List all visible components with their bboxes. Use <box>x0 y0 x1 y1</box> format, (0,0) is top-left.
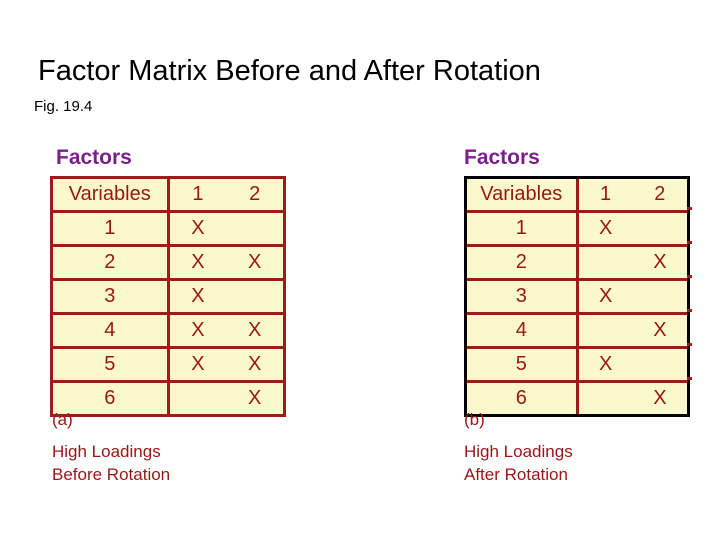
header-variables: Variables <box>51 177 170 212</box>
header-factor-2: 2 <box>632 179 687 212</box>
caption-tag: (b) <box>464 410 485 429</box>
row-variable: 2 <box>51 244 170 280</box>
table-row: 3 X <box>467 278 687 314</box>
page-title: Factor Matrix Before and After Rotation <box>38 55 541 87</box>
cell-factor-1: X <box>577 278 633 314</box>
row-variable: 1 <box>51 210 170 246</box>
rule-overshoot <box>687 309 692 312</box>
panel-before-rotation: Factors Variables 1 2 1 X 2 <box>50 146 286 417</box>
rule-overshoot <box>687 343 692 346</box>
row-variable: 4 <box>51 312 170 348</box>
caption-line-2: Before Rotation <box>52 465 171 484</box>
cell-factor-1 <box>577 312 633 348</box>
cell-factor-1: X <box>168 346 227 382</box>
row-variable: 6 <box>51 380 170 416</box>
cell-factor-2: X <box>632 244 687 280</box>
table-row: 1 X <box>51 210 285 246</box>
figure-label: Fig. 19.4 <box>34 98 93 115</box>
caption-after-rotation: (b) High Loadings After Rotation <box>464 408 573 486</box>
table-header-row: Variables 1 2 <box>51 177 285 212</box>
table-row: 4 X X <box>51 312 285 348</box>
cell-factor-1 <box>577 380 633 414</box>
factor-matrix-before: Variables 1 2 1 X 2 X X 3 <box>50 176 286 417</box>
caption-before-rotation: (a) High Loadings Before Rotation <box>52 408 170 486</box>
matrix-wrap-left: Variables 1 2 1 X 2 X X 3 <box>50 176 286 417</box>
rule-overshoot <box>687 207 692 210</box>
cell-factor-1: X <box>168 244 227 280</box>
table-row: 6 X <box>51 380 285 416</box>
cell-factor-2 <box>632 346 687 382</box>
cell-factor-1 <box>577 244 633 280</box>
cell-factor-2 <box>632 210 687 246</box>
cell-factor-2 <box>632 278 687 314</box>
matrix-wrap-right: Variables 1 2 1 X 2 X 3 <box>464 176 692 417</box>
cell-factor-1: X <box>168 278 227 314</box>
table-header-row: Variables 1 2 <box>467 179 687 212</box>
row-variable: 3 <box>467 278 579 314</box>
cell-factor-2: X <box>226 346 285 382</box>
header-factor-1: 1 <box>577 179 633 212</box>
row-variable: 4 <box>467 312 579 348</box>
row-variable: 3 <box>51 278 170 314</box>
table-row: 6 X <box>467 380 687 414</box>
table-row: 3 X <box>51 278 285 314</box>
caption-line-1: High Loadings <box>52 442 161 461</box>
cell-factor-2 <box>226 278 285 314</box>
row-variable: 6 <box>467 380 579 414</box>
cell-factor-1: X <box>168 312 227 348</box>
caption-line-2: After Rotation <box>464 465 568 484</box>
table-row: 5 X X <box>51 346 285 382</box>
cell-factor-1: X <box>577 346 633 382</box>
cell-factor-1: X <box>577 210 633 246</box>
caption-tag: (a) <box>52 410 73 429</box>
table-row: 5 X <box>467 346 687 382</box>
row-variable: 5 <box>51 346 170 382</box>
header-variables: Variables <box>467 179 579 212</box>
cell-factor-2: X <box>632 312 687 348</box>
cell-factor-2: X <box>226 380 285 416</box>
cell-factor-2: X <box>632 380 687 414</box>
table-row: 4 X <box>467 312 687 348</box>
cell-factor-2: X <box>226 312 285 348</box>
row-variable: 5 <box>467 346 579 382</box>
panel-after-rotation: Factors Variables 1 2 1 X <box>464 146 692 417</box>
factor-matrix-after: Variables 1 2 1 X 2 X 3 <box>467 179 687 414</box>
row-variable: 1 <box>467 210 579 246</box>
rule-overshoot <box>687 275 692 278</box>
cell-factor-1: X <box>168 210 227 246</box>
table-row: 1 X <box>467 210 687 246</box>
factors-heading-right: Factors <box>464 146 540 169</box>
cell-factor-2: X <box>226 244 285 280</box>
rule-overshoot <box>687 377 692 380</box>
header-factor-1: 1 <box>168 177 227 212</box>
row-variable: 2 <box>467 244 579 280</box>
cell-factor-1 <box>168 380 227 416</box>
cell-factor-2 <box>226 210 285 246</box>
rule-overshoot <box>687 241 692 244</box>
table-row: 2 X <box>467 244 687 280</box>
table-row: 2 X X <box>51 244 285 280</box>
caption-line-1: High Loadings <box>464 442 573 461</box>
factors-heading-left: Factors <box>56 146 132 169</box>
header-factor-2: 2 <box>226 177 285 212</box>
